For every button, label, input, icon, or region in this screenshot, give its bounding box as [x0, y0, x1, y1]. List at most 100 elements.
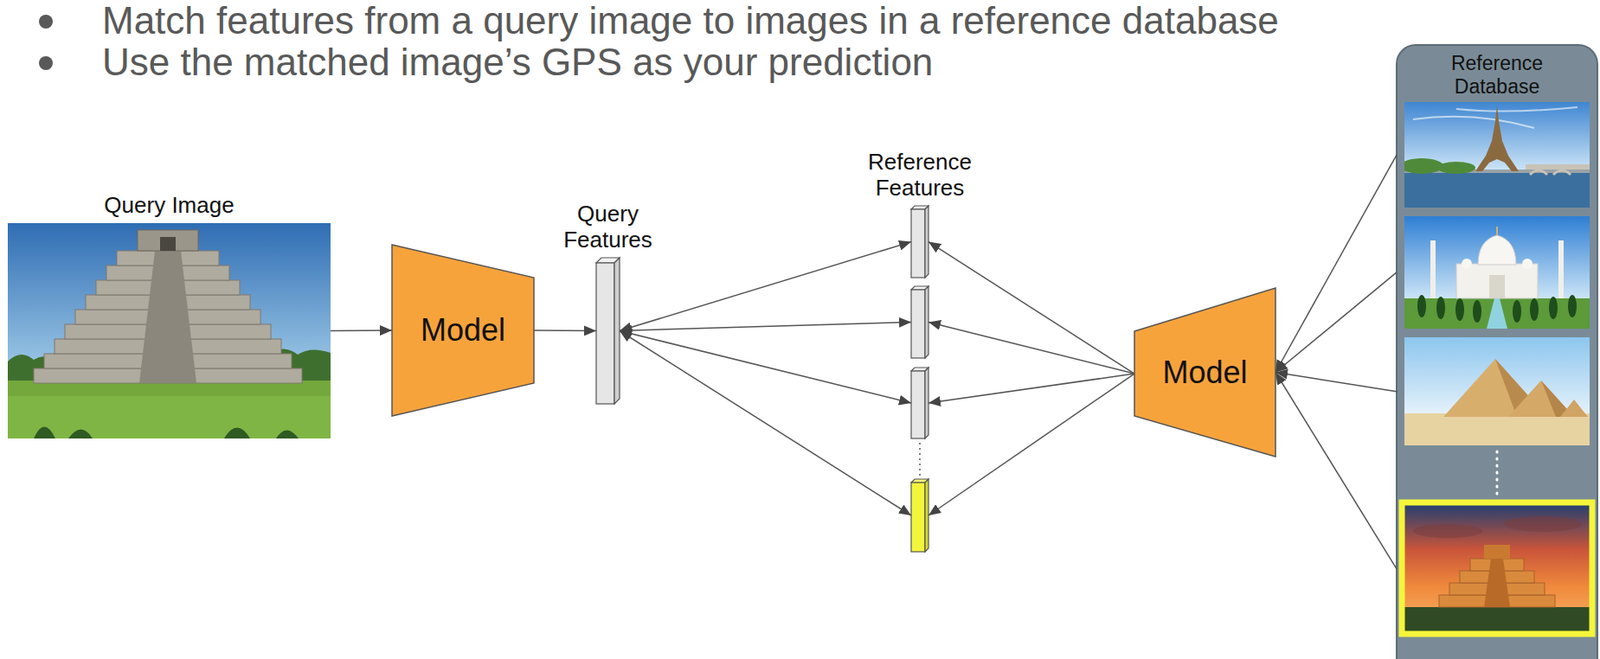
arrow-connector	[533, 329, 597, 332]
ellipsis-dots	[1496, 451, 1499, 499]
reference-feature-group: Reference Features	[911, 205, 929, 553]
chichen-itza-photo	[1439, 559, 1556, 608]
bullet-text: Use the matched image’s GPS as your pred…	[102, 41, 933, 84]
taj-mahal-photo	[1548, 296, 1558, 320]
pyramids-photo	[1404, 337, 1590, 446]
arrow-connector	[1275, 372, 1397, 392]
ellipsis-dots	[1497, 451, 1498, 499]
chichen-itza-photo	[1413, 524, 1483, 539]
taj-mahal-photo	[1404, 216, 1590, 329]
arrow-connector	[1275, 272, 1397, 373]
bullet-dot	[38, 56, 53, 71]
ellipsis-dots	[919, 443, 921, 476]
query-photo	[7, 223, 331, 439]
query-photo	[33, 250, 303, 384]
bullet-text: Match features from a query image to ima…	[102, 0, 1279, 42]
taj-mahal-photo	[1404, 216, 1590, 329]
eiffel-photo	[1437, 161, 1476, 174]
query-photo	[7, 223, 331, 439]
eiffel-photo	[1404, 102, 1590, 208]
taj-mahal-photo	[1455, 298, 1465, 322]
reference-feature-bar	[925, 205, 929, 278]
chichen-itza-photo	[1404, 505, 1590, 632]
taj-mahal-photo	[1477, 235, 1517, 265]
arrow-connector	[619, 331, 912, 405]
model-encoder: Model	[1134, 288, 1276, 457]
query-feature-vector: Query Features	[596, 257, 620, 405]
taj-mahal-photo	[1417, 295, 1577, 323]
taj-mahal-photo	[1558, 240, 1564, 299]
query-photo	[7, 223, 331, 439]
taj-mahal-photo	[1529, 298, 1539, 322]
arrow-connector	[1275, 372, 1397, 570]
pyramids-photo	[1508, 380, 1575, 418]
matched-feature-bar	[925, 479, 929, 553]
arrow-connector	[619, 321, 912, 331]
model-label: Model	[420, 312, 506, 349]
reference-feature-bar	[911, 289, 926, 359]
pyramids-photo	[1404, 337, 1590, 446]
matched-feature-bar	[911, 479, 929, 553]
arrow-connector	[928, 321, 1135, 374]
eiffel-photo	[1529, 170, 1571, 175]
database-panel	[1396, 44, 1598, 659]
taj-mahal-photo	[1512, 300, 1522, 323]
query-image: Query Image	[7, 223, 331, 439]
chichen-itza-photo	[1484, 545, 1511, 560]
taj-mahal-photo	[1461, 258, 1472, 270]
model-label: Model	[1162, 354, 1247, 392]
reference-feature-bar	[911, 209, 926, 278]
feature-vector-bar	[614, 257, 620, 405]
match-highlight	[1401, 502, 1593, 635]
taj-mahal-photo	[1489, 275, 1505, 299]
eiffel-photo	[1404, 173, 1590, 208]
eiffel-photo	[1525, 164, 1590, 170]
reference-feature-bar	[925, 367, 929, 439]
chichen-itza-photo	[1484, 559, 1511, 608]
query-photo	[7, 380, 331, 439]
model-trapezoid	[391, 244, 534, 417]
pyramids-photo	[1560, 399, 1588, 418]
reference-feature-bar	[911, 205, 929, 439]
eiffel-photo	[1400, 102, 1590, 208]
taj-mahal-photo	[1404, 298, 1590, 329]
arrow-connector	[928, 373, 1135, 404]
query-photo	[7, 396, 331, 439]
query-photo	[160, 237, 176, 251]
eiffel-photo	[1475, 105, 1519, 172]
taj-mahal-photo	[1430, 240, 1436, 299]
taj-mahal-photo	[1456, 263, 1538, 299]
taj-mahal-photo	[1486, 298, 1508, 329]
chichen-itza-photo	[1404, 505, 1590, 632]
taj-mahal-photo	[1404, 216, 1590, 329]
bullet-dot	[38, 14, 53, 71]
taj-mahal-photo	[1417, 295, 1427, 318]
pyramids-photo	[1404, 337, 1590, 446]
heading-label: Reference Database	[1427, 51, 1567, 99]
arrow-connector	[330, 329, 392, 332]
arrow-connector	[619, 331, 912, 517]
matched-feature-bar	[911, 482, 926, 553]
taj-mahal-photo	[1567, 295, 1577, 318]
eiffel-photo	[1400, 158, 1444, 174]
pyramids-photo	[1404, 413, 1590, 446]
model-trapezoid	[1134, 288, 1276, 457]
taj-mahal-photo	[1496, 226, 1498, 236]
taj-mahal-photo	[1436, 296, 1446, 320]
heading-label: Reference Features	[854, 148, 985, 201]
feature-vector-bar	[596, 263, 615, 405]
feature-vector-bar	[596, 257, 620, 405]
taj-mahal-photo	[1472, 300, 1482, 323]
query-photo	[33, 427, 299, 440]
query-photo	[139, 250, 197, 384]
chichen-itza-photo	[1404, 505, 1590, 632]
arrow-connector	[619, 242, 912, 332]
model-encoder: Model	[391, 244, 534, 417]
ellipsis-dots	[918, 443, 921, 476]
taj-mahal-photo	[1522, 258, 1533, 270]
bullet-dot	[38, 14, 53, 29]
match-highlight	[1401, 502, 1593, 635]
